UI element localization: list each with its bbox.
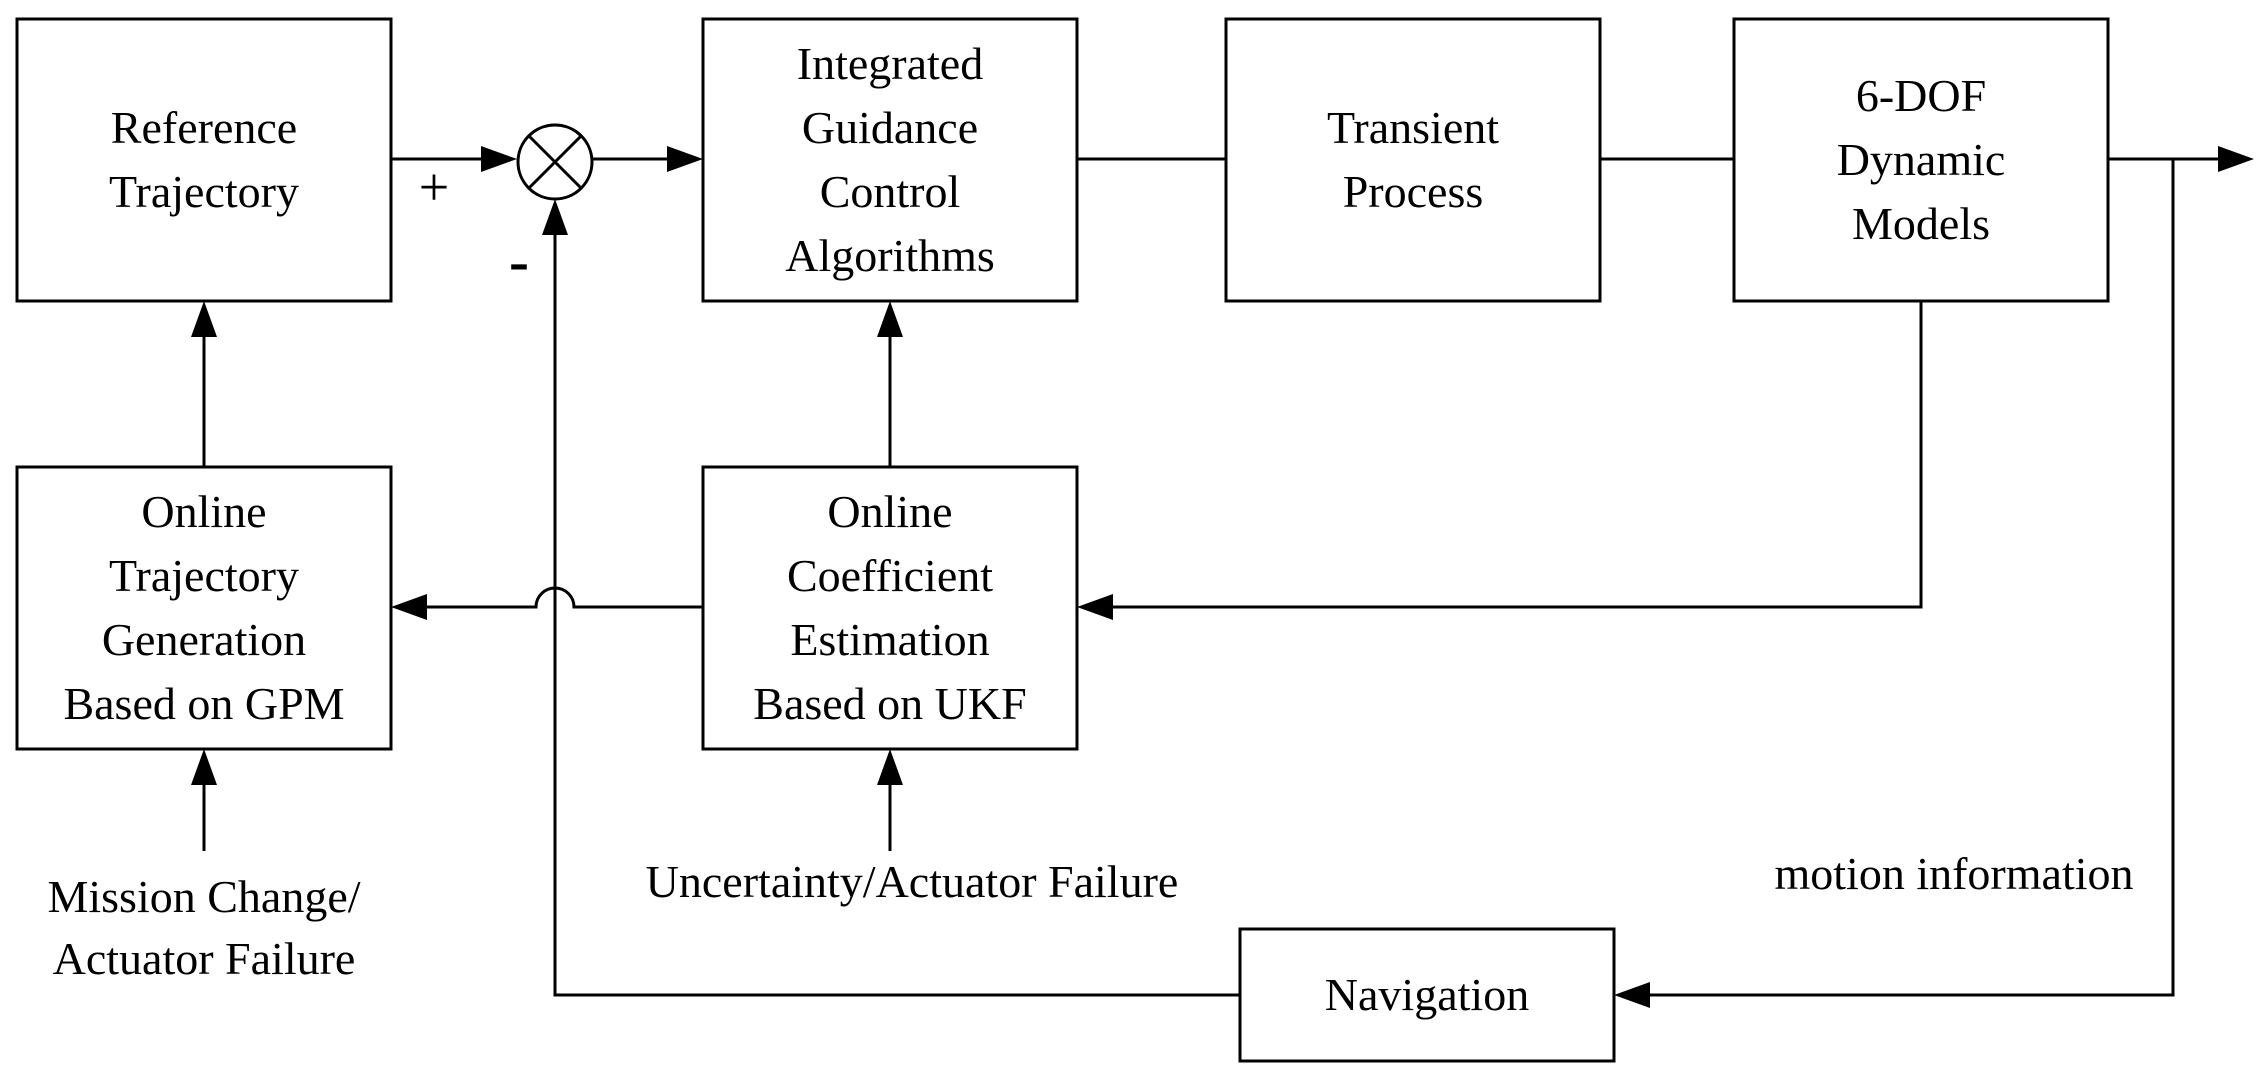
uncertainty-input-arrow xyxy=(877,749,903,851)
online-coefficient-estimation-block: Online Coefficient Estimation Based on U… xyxy=(701,465,1079,751)
integrated-guidance-control-box xyxy=(701,17,1079,303)
dynamic-models-label-line-3: Models xyxy=(1852,198,1990,249)
transient-process-block: Transient Process xyxy=(1224,17,1602,303)
estimation-to-generation-feedback xyxy=(391,586,703,620)
online-coefficient-label-line-4: Based on UKF xyxy=(753,678,1026,729)
transient-process-label-line-2: Process xyxy=(1343,166,1484,217)
reference-to-summing-arrow xyxy=(391,146,517,172)
output-to-navigation-feedback xyxy=(1614,159,2175,1008)
transient-process-label-line-1: Transient xyxy=(1327,102,1499,153)
online-trajectory-label-line-4: Based on GPM xyxy=(63,678,344,729)
summing-junction-cross-b xyxy=(527,134,583,190)
integrated-guidance-label-line-4: Algorithms xyxy=(785,230,995,281)
reference-trajectory-label-line-1: Reference xyxy=(111,102,297,153)
mission-change-label-line-1: Mission Change/ xyxy=(47,871,360,922)
online-coefficient-label-line-1: Online xyxy=(827,486,952,537)
online-coefficient-label-line-3: Estimation xyxy=(790,614,989,665)
online-trajectory-label-line-3: Generation xyxy=(102,614,306,665)
reference-trajectory-box xyxy=(15,17,393,303)
generation-to-reference-arrow xyxy=(191,301,217,467)
motion-information-label: motion information xyxy=(1774,848,2133,899)
summing-junction xyxy=(516,123,594,201)
online-trajectory-label-line-2: Trajectory xyxy=(109,550,299,601)
navigation-block: Navigation xyxy=(1238,927,1616,1063)
online-trajectory-generation-block: Online Trajectory Generation Based on GP… xyxy=(15,465,393,751)
online-coefficient-estimation-box xyxy=(701,465,1079,751)
online-coefficient-label-line-2: Coefficient xyxy=(787,550,993,601)
summing-to-guidance-arrow xyxy=(592,146,703,172)
transient-process-box xyxy=(1224,17,1602,303)
uncertainty-label: Uncertainty/Actuator Failure xyxy=(646,856,1179,907)
mission-change-input-arrow xyxy=(191,749,217,851)
reference-trajectory-label-line-2: Trajectory xyxy=(109,166,299,217)
integrated-guidance-label-line-2: Guidance xyxy=(802,102,978,153)
dynamic-models-box xyxy=(1732,17,2110,303)
integrated-guidance-label-line-1: Integrated xyxy=(797,38,983,89)
dynamic-to-estimation-feedback xyxy=(1077,301,1923,620)
dynamic-models-block: 6-DOF Dynamic Models xyxy=(1732,17,2110,303)
output-arrow xyxy=(2108,146,2254,172)
minus-sign: - xyxy=(509,228,529,294)
mission-change-label-line-2: Actuator Failure xyxy=(53,933,356,984)
navigation-label: Navigation xyxy=(1325,969,1529,1020)
dynamic-models-label-line-1: 6-DOF xyxy=(1856,70,1986,121)
online-trajectory-label-line-1: Online xyxy=(141,486,266,537)
estimation-to-guidance-arrow xyxy=(877,301,903,467)
plus-sign: + xyxy=(419,157,449,217)
reference-trajectory-block: Reference Trajectory xyxy=(15,17,393,303)
navigation-to-summing-feedback xyxy=(542,199,1240,997)
integrated-guidance-control-block: Integrated Guidance Control Algorithms xyxy=(701,17,1079,303)
navigation-box xyxy=(1238,927,1616,1063)
dynamic-models-label-line-2: Dynamic xyxy=(1837,134,2006,185)
integrated-guidance-label-line-3: Control xyxy=(820,166,961,217)
